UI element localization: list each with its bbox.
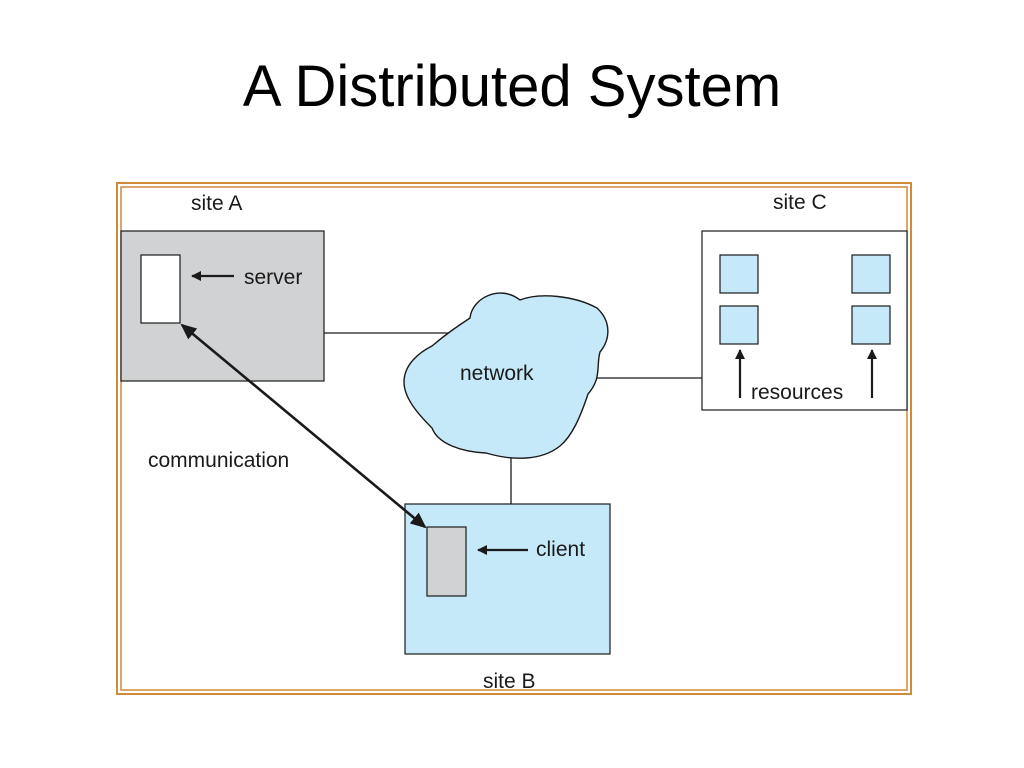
communication-label: communication xyxy=(148,449,289,472)
site-c: resources xyxy=(701,230,908,411)
resource-box xyxy=(851,254,891,294)
network-label: network xyxy=(460,362,534,385)
site-c-label: site C xyxy=(773,191,827,214)
client-label: client xyxy=(536,538,585,561)
slide-title: A Distributed System xyxy=(242,54,782,119)
site-b: client xyxy=(404,503,611,655)
network-cloud: network xyxy=(403,292,609,459)
resources-label: resources xyxy=(751,381,843,404)
server-label: server xyxy=(244,266,302,289)
communication-arrow xyxy=(180,323,427,529)
site-a-label: site A xyxy=(191,192,242,215)
resource-box xyxy=(851,305,891,345)
client-process xyxy=(426,526,467,597)
diagram-frame xyxy=(116,182,912,695)
resource-box xyxy=(719,305,759,345)
site-b-label: site B xyxy=(483,670,536,693)
resource-box xyxy=(719,254,759,294)
server-process xyxy=(140,254,181,324)
